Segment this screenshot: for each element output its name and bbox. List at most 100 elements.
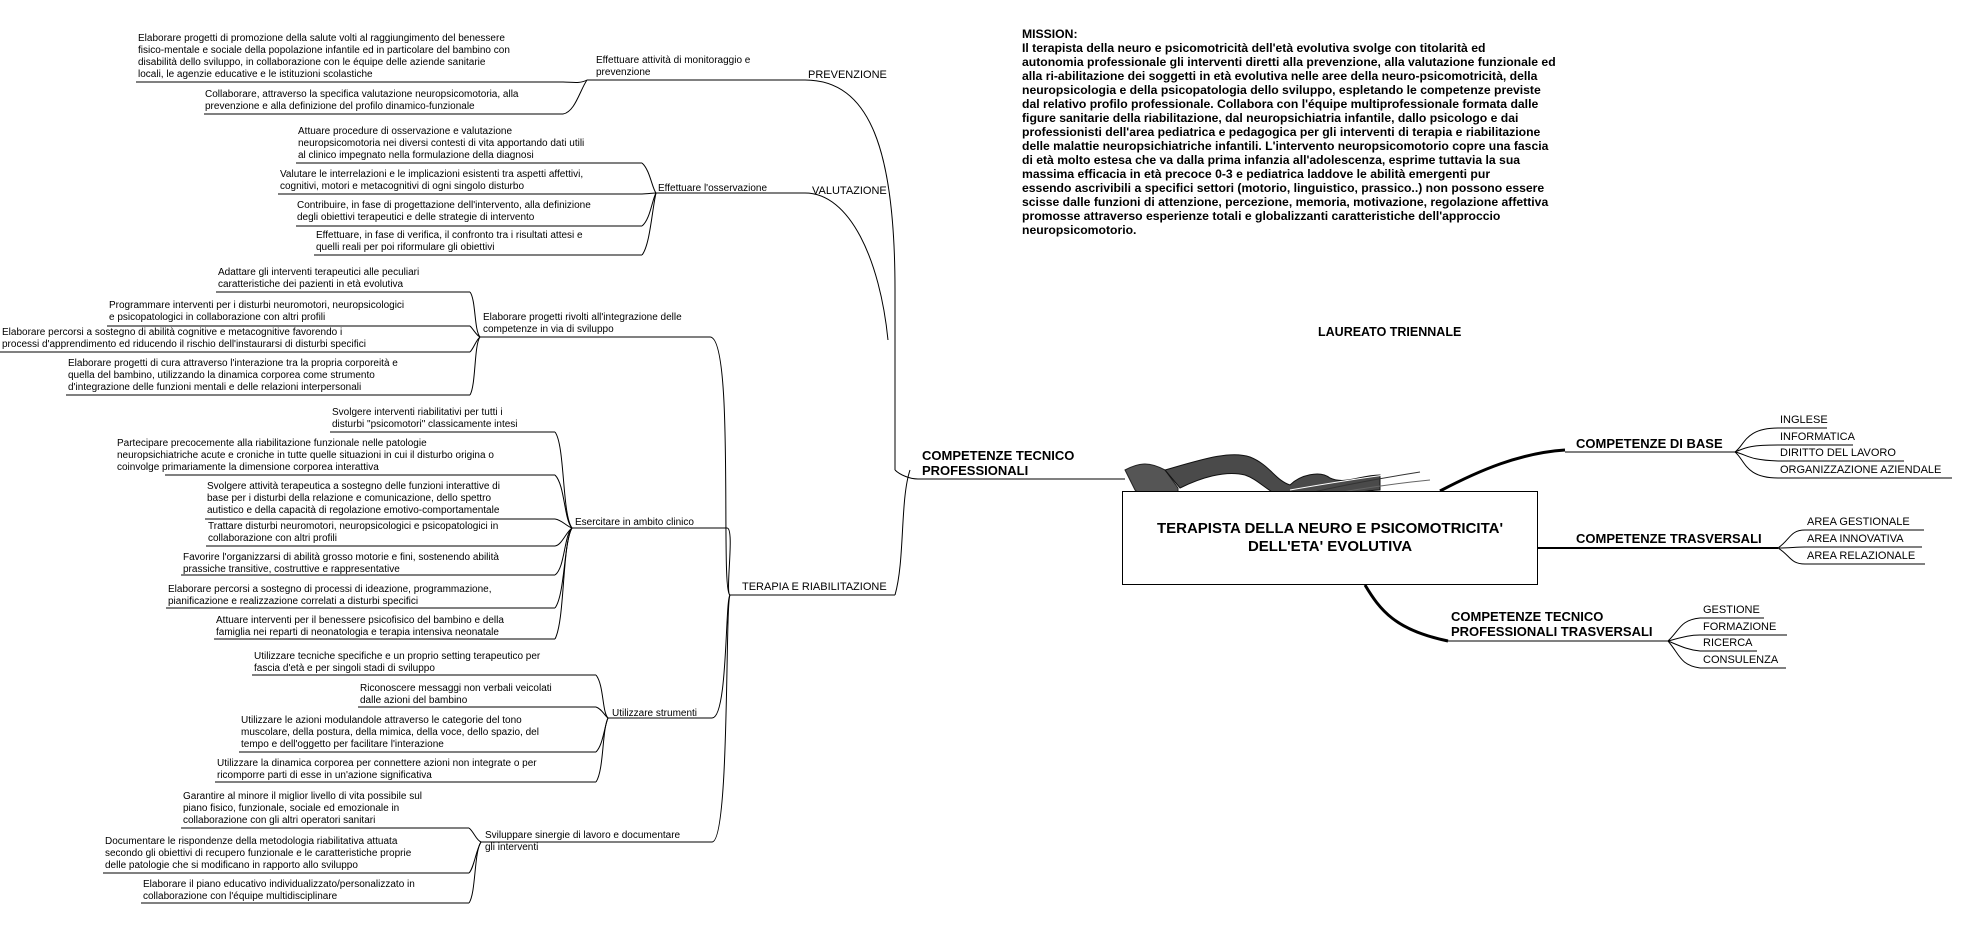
leaf-line: al clinico impegnato nella formulazione …: [298, 150, 534, 161]
mission-line: neuropsicologia e della psicopatologia d…: [1022, 83, 1541, 97]
leaf-node[interactable]: Elaborare il piano educativo individuali…: [143, 879, 415, 903]
tecnico-item[interactable]: FORMAZIONE: [1703, 621, 1777, 633]
mission-line: figure sanitarie della riabilitazione, d…: [1022, 111, 1519, 125]
leaf-node[interactable]: Riconoscere messaggi non verbali veicola…: [360, 683, 552, 707]
leaf-line: Elaborare progetti di promozione della s…: [138, 33, 505, 44]
leaf-line: base per i disturbi della relazione e co…: [207, 493, 492, 504]
mission-line: scisse dalle funzioni di attenzione, per…: [1022, 195, 1549, 209]
leaf-line: Attuare interventi per il benessere psic…: [216, 615, 504, 626]
leaf-node[interactable]: Contribuire, in fase di progettazione de…: [297, 200, 591, 224]
group-osservazione[interactable]: Effettuare l'osservazione: [658, 183, 767, 195]
mission-line: delle malattie neuropsichiatriche infant…: [1022, 139, 1549, 153]
mission-line: promosse attraverso esperienze totali e …: [1022, 209, 1501, 223]
tecnico-item[interactable]: RICERCA: [1703, 637, 1753, 649]
leaf-node[interactable]: Utilizzare tecniche specifiche e un prop…: [254, 651, 540, 675]
leaf-node[interactable]: Adattare gli interventi terapeutici alle…: [218, 267, 419, 291]
leaf-node[interactable]: Elaborare progetti di promozione della s…: [138, 33, 510, 81]
node-competenze-di-base[interactable]: COMPETENZE DI BASE: [1576, 436, 1723, 451]
leaf-node[interactable]: Utilizzare le azioni modulandole attrave…: [241, 715, 539, 751]
leaf-line: locali, le agenzie educative e le istitu…: [138, 69, 373, 80]
node-label: COMPETENZE TECNICO: [1451, 609, 1604, 624]
leaf-line: fascia d'età e per singoli stadi di svil…: [254, 663, 435, 674]
leaf-node[interactable]: Utilizzare la dinamica corporea per conn…: [217, 758, 537, 782]
leaf-line: caratteristiche dei pazienti in età evol…: [218, 279, 404, 290]
leaf-node[interactable]: Elaborare progetti di cura attraverso l'…: [68, 358, 398, 394]
leaf-node[interactable]: Effettuare, in fase di verifica, il conf…: [316, 230, 583, 254]
leaf-node[interactable]: Elaborare percorsi a sostegno di process…: [168, 584, 492, 608]
leaf-line: processi d'apprendimento ed riducendo il…: [2, 339, 366, 350]
leaf-line: dalle azioni del bambino: [360, 695, 468, 706]
leaf-line: Effettuare, in fase di verifica, il conf…: [316, 230, 583, 241]
group-ambito-clinico[interactable]: Esercitare in ambito clinico: [575, 517, 694, 529]
group-label: Utilizzare strumenti: [612, 708, 698, 719]
leaf-line: ricomporre parti di esse in un'azione si…: [217, 770, 432, 781]
leaf-node[interactable]: Favorire l'organizzarsi di abilità gross…: [183, 552, 499, 576]
group-label: competenze in via di sviluppo: [483, 324, 614, 335]
group-label: Elaborare progetti rivolti all'integrazi…: [483, 312, 682, 323]
base-item[interactable]: ORGANIZZAZIONE AZIENDALE: [1780, 464, 1942, 476]
leaf-node[interactable]: Partecipare precocemente alla riabilitaz…: [117, 438, 494, 474]
leaf-line: Utilizzare la dinamica corporea per conn…: [217, 758, 537, 769]
mission-line: di età molto estesa che va dalla prima i…: [1022, 153, 1521, 167]
area-prevenzione[interactable]: PREVENZIONE: [808, 69, 887, 81]
leaf-node[interactable]: Collaborare, attraverso la specifica val…: [205, 89, 519, 113]
base-item[interactable]: INFORMATICA: [1780, 431, 1855, 443]
group-strumenti[interactable]: Utilizzare strumenti: [612, 708, 697, 720]
leaf-line: Adattare gli interventi terapeutici alle…: [218, 267, 420, 278]
mission-line: massima efficacia in età precoce 0-3 e p…: [1022, 167, 1491, 181]
mission-text: MISSION: Il terapista della neuro e psic…: [1022, 27, 1642, 237]
node-competenze-tecnico-professionali[interactable]: COMPETENZE TECNICO PROFESSIONALI: [922, 448, 1074, 478]
leaf-line: Elaborare percorsi a sostegno di abilità…: [2, 327, 343, 338]
leaf-node[interactable]: Svolgere attività terapeutica a sostegno…: [207, 481, 500, 517]
group-label: Sviluppare sinergie di lavoro e document…: [485, 830, 681, 841]
leaf-node[interactable]: Attuare procedure di osservazione e valu…: [298, 126, 584, 162]
leaf-node[interactable]: Valutare le interrelazioni e le implicaz…: [280, 169, 583, 193]
base-item[interactable]: INGLESE: [1780, 414, 1828, 426]
tecnico-item[interactable]: GESTIONE: [1703, 604, 1760, 616]
group-sinergie[interactable]: Sviluppare sinergie di lavoro e document…: [485, 830, 680, 854]
tecnico-item[interactable]: CONSULENZA: [1703, 654, 1779, 666]
leaf-line: coinvolge primariamente la dimensione co…: [117, 462, 379, 473]
trasversali-item[interactable]: AREA RELAZIONALE: [1807, 550, 1916, 562]
leaf-line: neuropsicomotoria nei diversi contesti d…: [298, 138, 585, 149]
node-competenze-tecnico-professionali-trasversali[interactable]: COMPETENZE TECNICO PROFESSIONALI TRASVER…: [1451, 609, 1653, 639]
leaf-line: secondo gli obiettivi di recupero funzio…: [105, 848, 412, 859]
leaf-node[interactable]: Documentare le rispondenze della metodol…: [105, 836, 411, 872]
central-node[interactable]: TERAPISTA DELLA NEURO E PSICOMOTRICITA' …: [1122, 491, 1538, 585]
node-competenze-trasversali[interactable]: COMPETENZE TRASVERSALI: [1576, 531, 1762, 546]
area-terapia-riabilitazione[interactable]: TERAPIA E RIABILITAZIONE: [742, 581, 887, 593]
leaf-line: degli obiettivi terapeutici e delle stra…: [297, 212, 535, 223]
leaf-line: Favorire l'organizzarsi di abilità gross…: [183, 552, 499, 563]
group-integrazione[interactable]: Elaborare progetti rivolti all'integrazi…: [483, 312, 682, 336]
leaf-node[interactable]: Trattare disturbi neuromotori, neuropsic…: [208, 521, 498, 545]
node-label: COMPETENZE TECNICO: [922, 448, 1075, 463]
group-label: Effettuare attività di monitoraggio e: [596, 55, 751, 66]
leaf-node[interactable]: Garantire al minore il miglior livello d…: [183, 791, 422, 827]
area-valutazione[interactable]: VALUTAZIONE: [812, 185, 887, 197]
leaf-node[interactable]: Svolgere interventi riabilitativi per tu…: [332, 407, 518, 431]
group-monitoraggio[interactable]: Effettuare attività di monitoraggio e pr…: [596, 55, 750, 79]
base-item[interactable]: DIRITTO DEL LAVORO: [1780, 447, 1896, 459]
leaf-node[interactable]: Elaborare percorsi a sostegno di abilità…: [2, 327, 366, 351]
leaf-line: fisico-mentale e sociale della popolazio…: [138, 45, 510, 56]
leaf-line: Elaborare progetti di cura attraverso l'…: [68, 358, 398, 369]
leaf-line: Elaborare il piano educativo individuali…: [143, 879, 415, 890]
leaf-line: autistico e della capacità di regolazion…: [207, 505, 500, 516]
leaf-line: muscolare, della postura, della mimica, …: [241, 727, 539, 738]
leaf-line: prassiche transitive, costruttive e rapp…: [183, 564, 400, 575]
leaf-line: Contribuire, in fase di progettazione de…: [297, 200, 591, 211]
leaf-line: Collaborare, attraverso la specifica val…: [205, 89, 519, 100]
trasversali-item[interactable]: AREA INNOVATIVA: [1807, 533, 1904, 545]
mission-line: Il terapista della neuro e psicomotricit…: [1022, 41, 1486, 55]
leaf-node[interactable]: Programmare interventi per i disturbi ne…: [109, 300, 404, 324]
leaf-line: quelli reali per poi riformulare gli obi…: [316, 242, 495, 253]
mission-line: professionisti dell'area pediatrica e pe…: [1022, 125, 1541, 139]
leaf-node[interactable]: Attuare interventi per il benessere psic…: [216, 615, 504, 639]
leaf-line: Trattare disturbi neuromotori, neuropsic…: [208, 521, 499, 532]
node-label: PROFESSIONALI TRASVERSALI: [1451, 624, 1653, 639]
leaf-line: e psicopatologici in collaborazione con …: [109, 312, 326, 323]
trasversali-item[interactable]: AREA GESTIONALE: [1807, 516, 1910, 528]
leaf-line: Svolgere attività terapeutica a sostegno…: [207, 481, 500, 492]
leaf-line: Programmare interventi per i disturbi ne…: [109, 300, 405, 311]
leaf-line: Riconoscere messaggi non verbali veicola…: [360, 683, 552, 694]
